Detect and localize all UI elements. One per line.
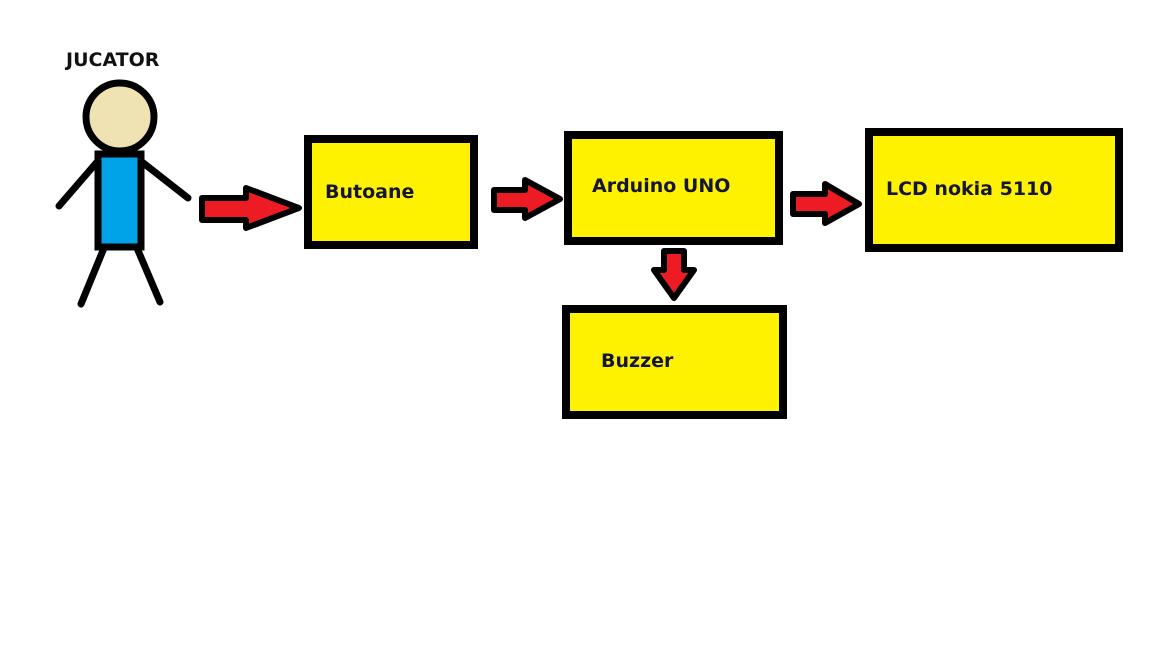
right-leg [133,244,164,306]
arrow-icon-actor-to-butoane [199,185,302,231]
arduino-uno-block: Arduino UNO [564,131,783,245]
lcd-nokia-label: LCD nokia 5110 [886,178,1053,200]
figure-body [94,150,145,251]
figure-head [82,79,158,155]
arrow-icon-arduino-to-lcd [790,181,862,226]
buzzer-block: Buzzer [562,305,787,419]
stick-figure-icon [55,79,192,308]
arrows [199,177,862,301]
right-arm [138,158,192,202]
arrow-icon-butoane-to-arduino [491,177,563,221]
lcd-nokia-block: LCD nokia 5110 [865,128,1123,252]
arrow-icon-arduino-to-buzzer [651,248,697,301]
butoane-block: Butoane [304,135,478,249]
butoane-label: Butoane [325,181,415,203]
arduino-uno-label: Arduino UNO [592,175,731,197]
left-leg [77,244,108,308]
left-arm [55,158,101,210]
actor-label: JUCATOR [66,49,160,71]
buzzer-label: Buzzer [601,350,674,372]
